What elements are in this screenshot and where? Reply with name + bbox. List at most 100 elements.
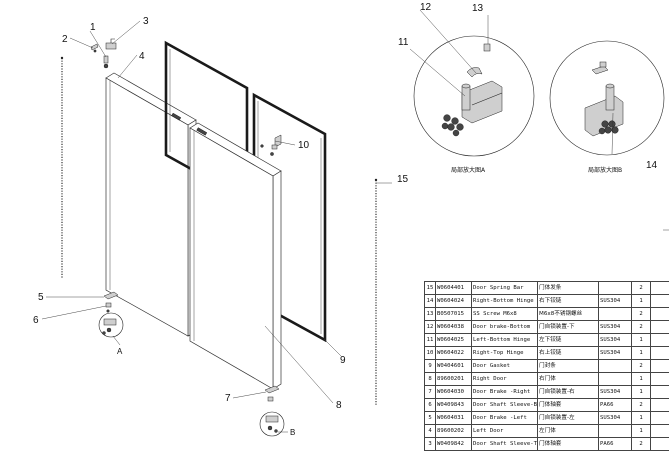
bom-cell-cn: 门体发条 (538, 282, 599, 295)
bom-cell-name: Door Brake -Left (472, 412, 538, 425)
bom-cell-no: 14 (425, 295, 436, 308)
bom-cell-no: 13 (425, 308, 436, 321)
bom-cell-code: 89600202 (436, 425, 472, 438)
bom-cell-material: SUS304 (599, 386, 632, 399)
bom-cell-code: W0404601 (436, 360, 472, 373)
bom-cell-qty: 1 (632, 295, 651, 308)
bom-cell-qty: 1 (632, 373, 651, 386)
right-top-hinge (261, 135, 281, 156)
callout-6: 6 (33, 315, 39, 326)
bom-cell-material (599, 373, 632, 386)
bom-cell-name: Left Door (472, 425, 538, 438)
bom-cell-code: W0409843 (436, 399, 472, 412)
bom-cell-no: 8 (425, 373, 436, 386)
bom-cell-qty: 1 (632, 412, 651, 425)
callout-9: 9 (340, 355, 346, 366)
bom-cell-name: Door Brake -Right (472, 386, 538, 399)
callout-11: 11 (398, 37, 409, 48)
bom-cell-qty: 2 (632, 438, 651, 451)
bom-cell-cn: 左门体 (538, 425, 599, 438)
callout-4: 4 (139, 51, 145, 62)
bom-cell-remark (651, 321, 669, 334)
bom-cell-remark (651, 373, 669, 386)
view-letter-b: B (290, 428, 295, 437)
bom-cell-code: B0507015 (436, 308, 472, 321)
bom-cell-name: Door Gasket (472, 360, 538, 373)
bom-cell-name: Door brake-Bottom (472, 321, 538, 334)
bom-cell-name: Right Door (472, 373, 538, 386)
bom-cell-qty: 1 (632, 425, 651, 438)
caption-detail-a: 局部放大图A (451, 166, 486, 174)
bom-cell-no: 5 (425, 412, 436, 425)
bom-cell-qty: 2 (632, 399, 651, 412)
spring-bar-right (375, 179, 377, 405)
bom-cell-material (599, 360, 632, 373)
callout-3: 3 (143, 16, 149, 27)
bom-cell-cn: 门体轴套 (538, 399, 599, 412)
bom-cell-no: 3 (425, 438, 436, 451)
bom-cell-qty: 1 (632, 386, 651, 399)
detail-view-b-marker (260, 412, 288, 436)
bom-cell-qty: 2 (632, 308, 651, 321)
bom-cell-cn: 门封条 (538, 360, 599, 373)
bom-cell-remark (651, 334, 669, 347)
bom-cell-material: SUS304 (599, 334, 632, 347)
right-bottom-brake-assembly (265, 386, 279, 401)
bom-cell-cn: 左下铰链 (538, 334, 599, 347)
bom-cell-remark (651, 282, 669, 295)
bom-cell-name: Right-Top Hinge (472, 347, 538, 360)
bom-cell-code: W0409842 (436, 438, 472, 451)
bom-cell-material: PA66 (599, 438, 632, 451)
caption-detail-b: 局部放大图B (588, 166, 622, 174)
callout-7: 7 (225, 393, 231, 404)
callout-15: 15 (397, 174, 409, 185)
bom-cell-cn: M6x8不锈钢螺丝 (538, 308, 599, 321)
bom-cell-code: W0604024 (436, 295, 472, 308)
bom-cell-name: Door Shaft Sleeve-Top (472, 438, 538, 451)
bom-cell-remark (651, 412, 669, 425)
bom-cell-code: W0604401 (436, 282, 472, 295)
callout-2: 2 (62, 34, 68, 45)
bom-cell-material: PA66 (599, 399, 632, 412)
bom-cell-remark (651, 308, 669, 321)
bom-cell-material (599, 282, 632, 295)
bom-cell-remark (651, 386, 669, 399)
bom-cell-cn: 门自锁装置-右 (538, 386, 599, 399)
callout-5: 5 (38, 292, 44, 303)
callout-1: 1 (90, 22, 96, 33)
bom-cell-code: W0604025 (436, 334, 472, 347)
bom-cell-remark (651, 399, 669, 412)
bom-cell-material: SUS304 (599, 347, 632, 360)
bom-cell-code: W0604038 (436, 321, 472, 334)
bom-cell-qty: 2 (632, 321, 651, 334)
bom-cell-code: W0604030 (436, 386, 472, 399)
bom-cell-material: SUS304 (599, 295, 632, 308)
bom-cell-name: Door Shaft Sleeve-Bottom (472, 399, 538, 412)
bom-cell-cn: 门体轴套 (538, 438, 599, 451)
detail-view-a-marker (99, 313, 123, 345)
bom-cell-name: Door Spring Bar (472, 282, 538, 295)
bom-cell-remark (651, 425, 669, 438)
bom-cell-no: 10 (425, 347, 436, 360)
bom-cell-qty: 2 (632, 360, 651, 373)
callout-8: 8 (336, 400, 342, 411)
bom-cell-no: 9 (425, 360, 436, 373)
callout-10: 10 (298, 140, 310, 151)
detail-a-enlarged (414, 36, 534, 156)
bom-cell-remark (651, 295, 669, 308)
bom-cell-no: 11 (425, 334, 436, 347)
bom-cell-qty: 1 (632, 334, 651, 347)
bom-cell-material: SUS304 (599, 321, 632, 334)
